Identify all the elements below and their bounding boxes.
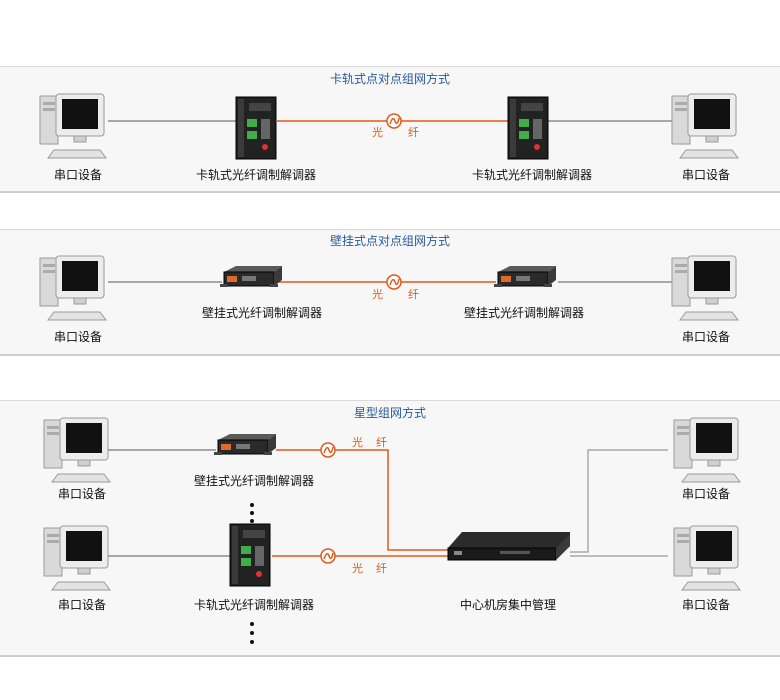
s3-top-right-pc-icon bbox=[673, 417, 741, 483]
s2-left-device-label: 串口设备 bbox=[53, 330, 103, 344]
ellipsis-dots-upper bbox=[250, 503, 254, 523]
s3-bottom-right-device-label: 串口设备 bbox=[681, 598, 731, 612]
s3-bottom-modem-label: 卡轨式光纤调制解调器 bbox=[193, 598, 315, 612]
s2-left-pc-icon bbox=[39, 255, 107, 321]
s3-wall-modem-icon bbox=[213, 433, 277, 456]
ellipsis-dots-lower bbox=[250, 622, 254, 644]
s1-left-rail-modem-icon bbox=[235, 96, 277, 160]
s2-right-device-label: 串口设备 bbox=[681, 330, 731, 344]
s1-right-pc-icon bbox=[671, 93, 739, 159]
s1-right-modem-label: 卡轨式光纤调制解调器 bbox=[471, 168, 593, 182]
s2-right-modem-label: 壁挂式光纤调制解调器 bbox=[463, 306, 585, 320]
section-title-wall-p2p: 壁挂式点对点组网方式 bbox=[329, 234, 450, 248]
fiber-s3-top-icon bbox=[320, 442, 336, 458]
s3-top-right-device-label: 串口设备 bbox=[681, 487, 731, 501]
s3-top-modem-label: 壁挂式光纤调制解调器 bbox=[193, 474, 315, 488]
section-title-rail-p2p: 卡轨式点对点组网方式 bbox=[329, 72, 450, 86]
s1-right-device-label: 串口设备 bbox=[681, 168, 731, 182]
s3-top-left-device-label: 串口设备 bbox=[57, 487, 107, 501]
s3-bottom-left-device-label: 串口设备 bbox=[57, 598, 107, 612]
s1-left-device-label: 串口设备 bbox=[53, 168, 103, 182]
s1-left-pc-icon bbox=[39, 93, 107, 159]
s2-left-wall-modem-icon bbox=[219, 265, 283, 288]
s3-center-label: 中心机房集中管理 bbox=[459, 598, 557, 612]
s2-left-modem-label: 壁挂式光纤调制解调器 bbox=[201, 306, 323, 320]
s1-left-modem-label: 卡轨式光纤调制解调器 bbox=[195, 168, 317, 182]
panel-star bbox=[0, 400, 780, 657]
panel-wall-p2p bbox=[0, 229, 780, 356]
s2-right-wall-modem-icon bbox=[493, 265, 557, 288]
panel-rail-p2p bbox=[0, 66, 780, 193]
s3-top-left-pc-icon bbox=[43, 417, 111, 483]
s1-right-rail-modem-icon bbox=[507, 96, 549, 160]
s2-right-pc-icon bbox=[671, 255, 739, 321]
section-title-star: 星型组网方式 bbox=[353, 406, 426, 420]
s3-bottom-left-pc-icon bbox=[43, 525, 111, 591]
s3-fiber-bottom-label-2: 纤 bbox=[376, 562, 387, 575]
fiber-s3-top bbox=[276, 449, 448, 551]
fiber-s3-bottom-icon bbox=[320, 548, 336, 564]
s3-bottom-right-pc-icon bbox=[673, 525, 741, 591]
s3-fiber-top-label-2: 纤 bbox=[376, 436, 387, 449]
center-rack-icon bbox=[447, 532, 570, 561]
s2-fiber-label-2: 纤 bbox=[408, 288, 419, 301]
s3-rail-modem-icon bbox=[229, 523, 271, 587]
s3-fiber-top-label-1: 光 bbox=[352, 436, 363, 449]
fiber-s2-icon bbox=[386, 274, 402, 290]
cable-s3-top-right bbox=[570, 449, 668, 553]
s3-fiber-bottom-label-1: 光 bbox=[352, 562, 363, 575]
fiber-s1-icon bbox=[386, 113, 402, 129]
s2-fiber-label-1: 光 bbox=[372, 288, 383, 301]
s1-fiber-label-2: 纤 bbox=[408, 126, 419, 139]
s1-fiber-label-1: 光 bbox=[372, 126, 383, 139]
